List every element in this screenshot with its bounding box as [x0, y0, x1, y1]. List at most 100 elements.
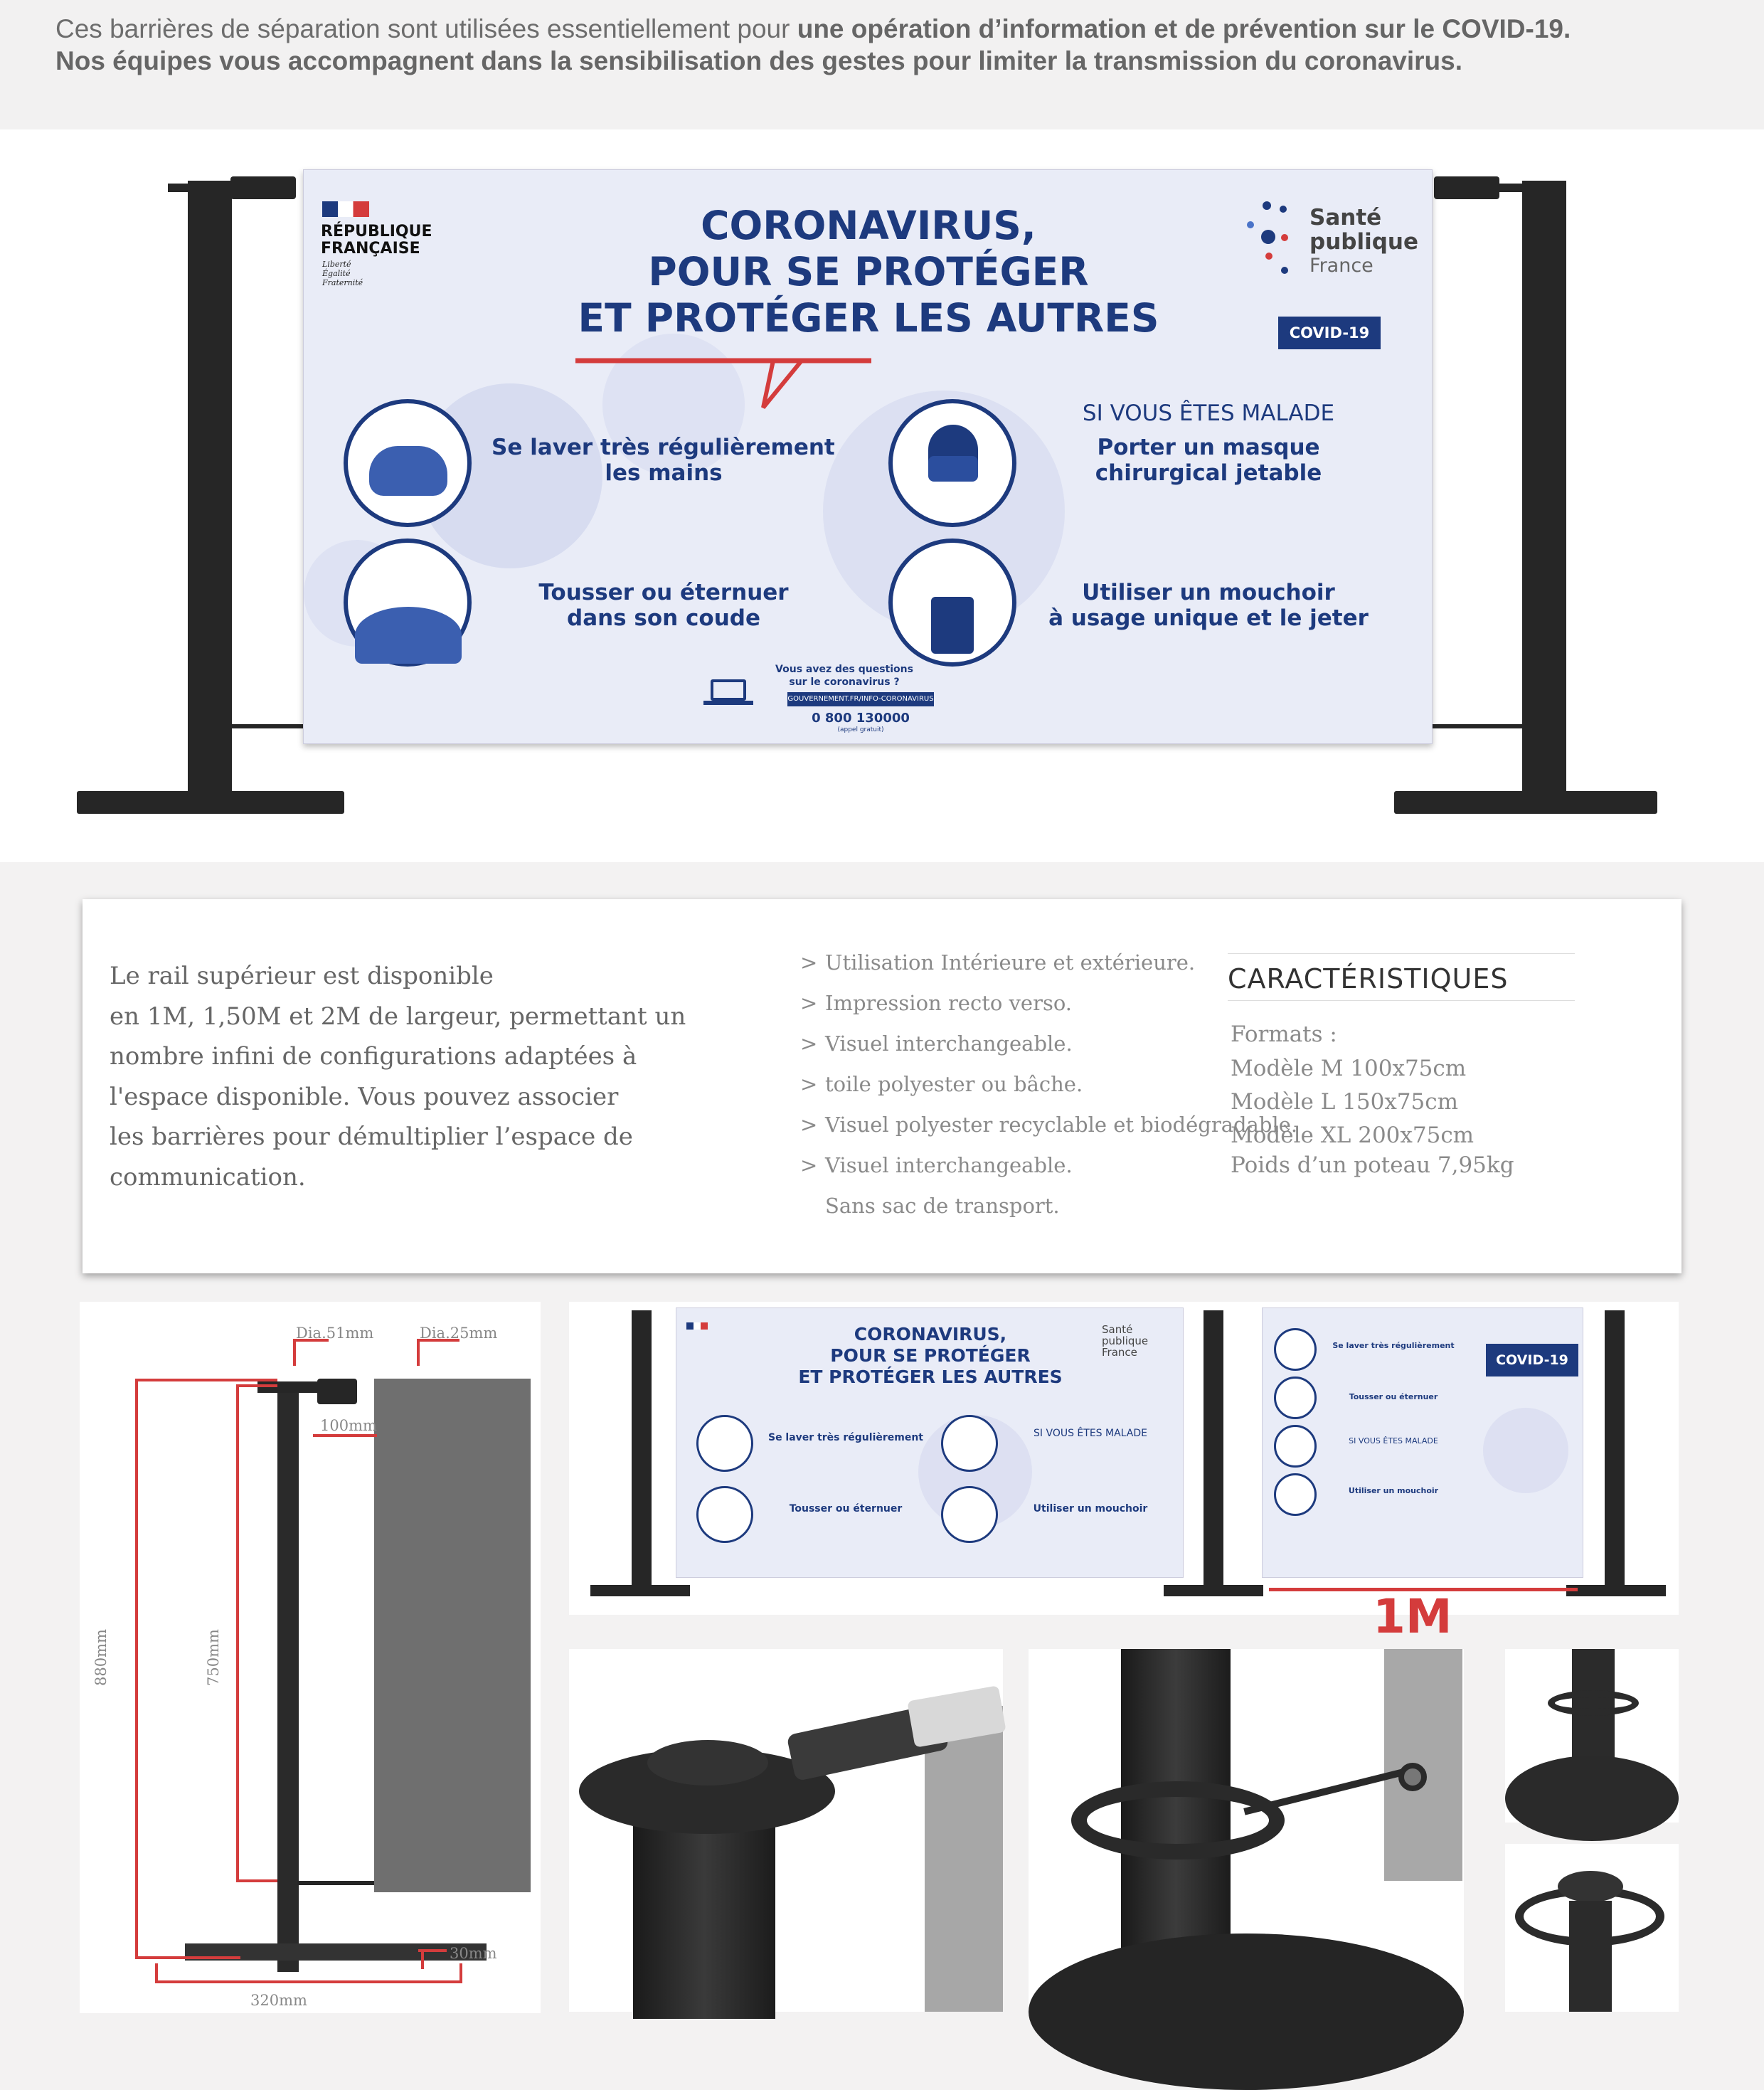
detail-photo-clamp [569, 1649, 1006, 2019]
dia25-label: Dia.25mm [420, 1325, 498, 1342]
right-pole [1522, 181, 1566, 800]
feature-text: Utilisation Intérieure et extérieure. [825, 950, 1196, 975]
right-rail-clamp [1434, 176, 1499, 199]
rf-motto-3: Fraternité [322, 278, 363, 287]
small-tip: Utiliser un mouchoir [1348, 1486, 1439, 1495]
speech-bubble-line [575, 358, 871, 409]
tip-cough-2: dans son coude [567, 605, 760, 631]
intro-bold-text-2: Nos équipes vous accompagnent dans la se… [55, 46, 1462, 75]
chevron-right-icon: > [800, 991, 818, 1015]
small-pole-base [1566, 1585, 1666, 1596]
chevron-right-icon: > [800, 1031, 818, 1056]
feature-item: >toile polyester ou bâche. [800, 1072, 1083, 1096]
tip-cough-1: Tousser ou éternuer [538, 580, 789, 605]
covid-badge: COVID-19 [1278, 317, 1381, 349]
left-pole [188, 181, 232, 800]
barrier-configurations-photo: CORONAVIRUS, POUR SE PROTÉGER ET PROTÉGE… [569, 1302, 1679, 1644]
feature-text: Sans sac de transport. [825, 1194, 1060, 1218]
tip-handwash-1: Se laver très régulièrement [492, 435, 835, 460]
left-bottom-hook [232, 724, 323, 728]
small-pole [1204, 1310, 1223, 1588]
small-title-1: CORONAVIRUS, [854, 1324, 1007, 1344]
diagram-clamp [317, 1379, 357, 1404]
specs-title: CARACTÉRISTIQUES [1228, 963, 1509, 994]
banner-fabric [925, 1706, 1003, 2012]
tip-handwash-2: les mains [605, 460, 723, 486]
small-tip: Utiliser un mouchoir [1033, 1503, 1148, 1515]
feature-text: Impression recto verso. [825, 991, 1072, 1015]
small-tip: SI VOUS ÊTES MALADE [1349, 1436, 1438, 1446]
mask-icon [941, 1415, 998, 1472]
sante-word-1: Santé [1309, 205, 1382, 230]
tissue-icon [1274, 1473, 1317, 1516]
pole-top-cap [1558, 1871, 1623, 1902]
info-card: Le rail supérieur est disponible en 1M, … [83, 899, 1681, 1273]
chevron-right-icon: > [800, 950, 818, 975]
sante-word-2: publique [1309, 229, 1418, 255]
small-pole [632, 1310, 652, 1588]
tip-sick-2: Porter un masque [1097, 435, 1320, 460]
sante-word-3: France [1309, 255, 1374, 277]
hand-washing-icon [344, 399, 472, 527]
right-pole-base [1394, 791, 1657, 814]
covid-banner-small: CORONAVIRUS, POUR SE PROTÉGER ET PROTÉGE… [676, 1307, 1184, 1578]
pole-closeup [1569, 1901, 1612, 2012]
height-30-label: 30mm [450, 1945, 497, 1962]
spec-line: Modèle M 100x75cm [1231, 1056, 1467, 1081]
detail-photo-cap [1505, 1844, 1679, 2012]
intro-section: Ces barrières de séparation sont utilisé… [0, 0, 1764, 129]
rf-line-1: RÉPUBLIQUE [321, 223, 432, 240]
small-pole-base [1164, 1585, 1263, 1596]
info-url: GOUVERNEMENT.FR/INFO-CORONAVIRUS [787, 692, 934, 706]
poster-title-line-1: CORONAVIRUS, [701, 203, 1036, 248]
spec-line: Formats : [1231, 1022, 1337, 1047]
height-750-label: 750mm [205, 1629, 222, 1686]
hook-cable [1243, 1768, 1404, 1815]
cough-elbow-icon [696, 1486, 753, 1543]
spec-line: Modèle XL 200x75cm [1231, 1123, 1475, 1148]
detail-photo-top [1505, 1649, 1679, 1841]
width-1m-arrow [1269, 1588, 1578, 1591]
feature-item: > Utilisation Intérieure et extérieure. [800, 950, 1196, 975]
left-rail-clamp [230, 176, 296, 199]
dia51-label: Dia.51mm [296, 1325, 374, 1342]
description-line: l'espace disponible. Vous pouvez associe… [110, 1082, 619, 1111]
small-pole-base [590, 1585, 690, 1596]
rf-line-2: FRANÇAISE [321, 240, 420, 258]
width-320-label: 320mm [250, 1992, 307, 2009]
specs-divider-top [1228, 953, 1575, 954]
tissue-icon [941, 1486, 998, 1543]
width-100-label: 100mm [320, 1417, 377, 1434]
hand-washing-icon [696, 1415, 753, 1472]
dimension-diagram: Dia.51mm Dia.25mm 100mm 880mm 750mm 30mm… [80, 1302, 541, 2013]
republique-flag-logo [322, 201, 369, 217]
intro-line-1: Ces barrières de séparation sont utilisé… [55, 13, 1571, 45]
covid-badge: COVID-19 [1486, 1344, 1578, 1376]
dim-320-line [155, 1980, 462, 1983]
mask-icon [888, 399, 1016, 527]
left-pole-base [77, 791, 344, 814]
banner-fabric [1384, 1649, 1462, 1881]
feature-item-plain: Sans sac de transport. [801, 1194, 1060, 1218]
small-title-3: ET PROTÉGER LES AUTRES [798, 1367, 1063, 1387]
small-title-2: POUR SE PROTÉGER [830, 1345, 1031, 1366]
diagram-banner [374, 1379, 531, 1892]
questions-line-1: Vous avez des questions [775, 664, 913, 675]
rf-motto: Liberté Égalité Fraternité [322, 260, 363, 287]
cough-elbow-icon [344, 539, 472, 667]
height-880-label: 880mm [92, 1629, 110, 1686]
description-line: Le rail supérieur est disponible [110, 962, 494, 990]
spec-line: Modèle L 150x75cm [1231, 1089, 1459, 1115]
right-bottom-hook [1428, 724, 1524, 728]
width-1m-label: 1M [1373, 1589, 1452, 1644]
intro-bold-text: une opération d’information et de préven… [797, 14, 1571, 43]
description-line: les barrières pour démultiplier l’espace… [110, 1123, 633, 1151]
spec-line: Poids d’un poteau 7,95kg [1231, 1152, 1514, 1178]
diagram-hook [297, 1881, 383, 1885]
specs-divider-bottom [1228, 1000, 1575, 1001]
feature-item: >Visuel interchangeable. [800, 1153, 1073, 1177]
tip-tissue-2: à usage unique et le jeter [1048, 605, 1369, 631]
laptop-base [703, 701, 753, 705]
small-tip: Se laver très régulièrement [767, 1432, 924, 1443]
